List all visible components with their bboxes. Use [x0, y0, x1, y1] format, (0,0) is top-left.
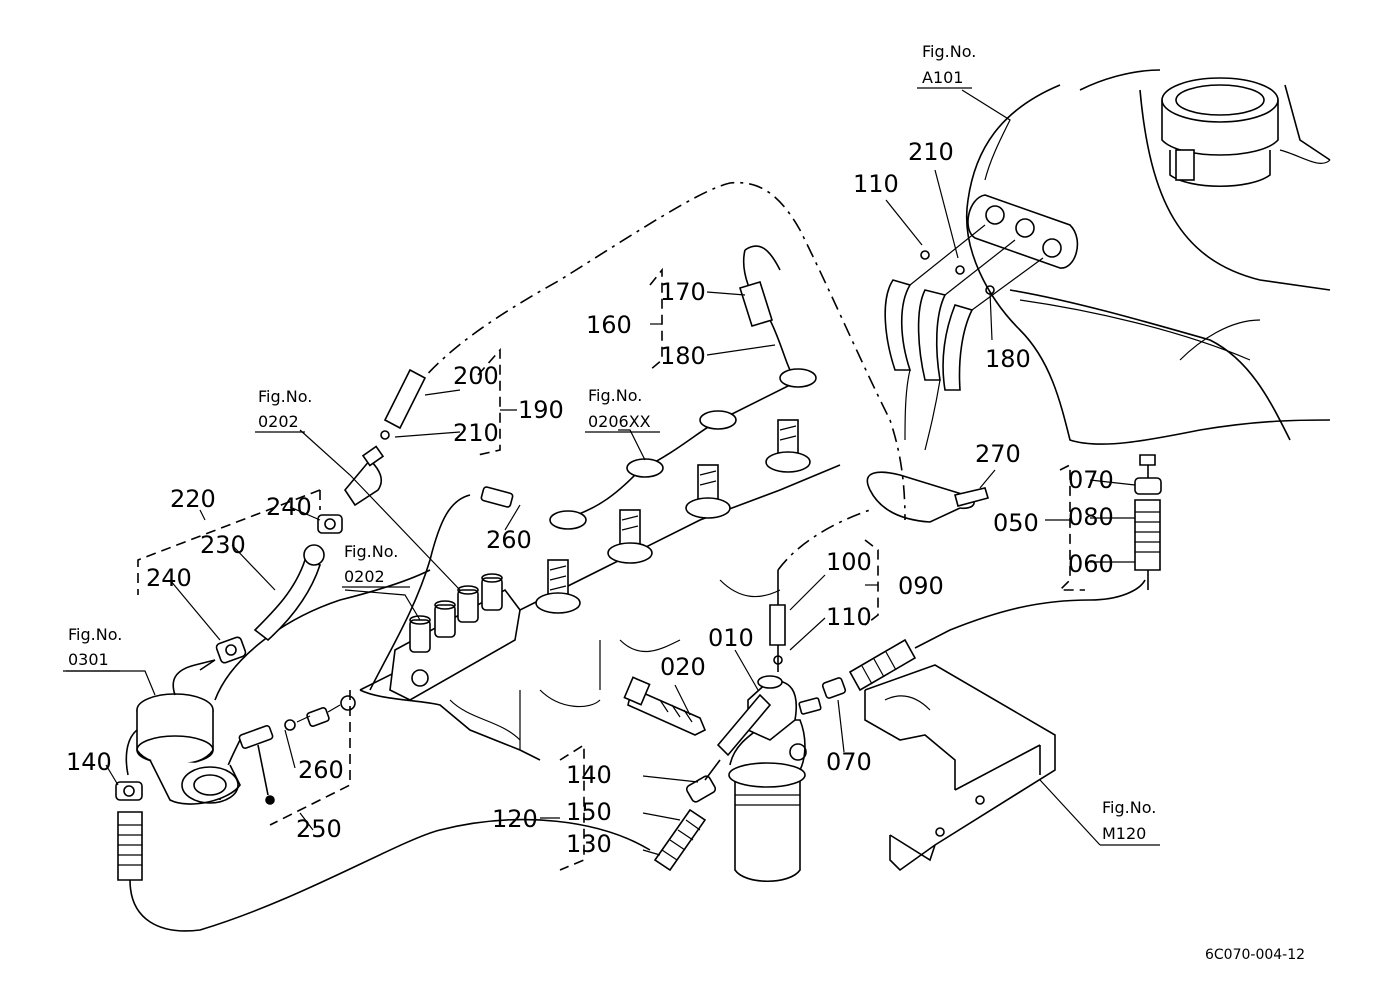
engine-block — [359, 368, 841, 761]
label-130: 130 — [566, 830, 612, 858]
label-270: 270 — [975, 440, 1021, 468]
figref-0202b-code: 0202 — [344, 567, 385, 586]
return-lines — [214, 181, 906, 805]
figref-0301-label: Fig.No. — [68, 625, 122, 644]
leader-lines — [63, 87, 1160, 856]
label-170: 170 — [660, 278, 706, 306]
feed-pump — [125, 659, 241, 805]
figref-0202a-label: Fig.No. — [258, 387, 312, 406]
label-220: 220 — [170, 485, 216, 513]
figref-m120-code: M120 — [1102, 824, 1146, 843]
label-250: 250 — [296, 815, 342, 843]
fuel-line-band — [866, 471, 990, 523]
figure-references: Fig.No. A101 Fig.No. 0202 Fig.No. 0202 F… — [68, 42, 1156, 843]
label-150: 150 — [566, 798, 612, 826]
injectors — [535, 419, 811, 614]
label-070-mid: 070 — [826, 748, 872, 776]
figref-a101-code: A101 — [922, 68, 963, 87]
label-140-mid: 140 — [566, 761, 612, 789]
label-260-top: 260 — [486, 526, 532, 554]
label-110-mid: 110 — [826, 603, 872, 631]
label-020: 020 — [660, 653, 706, 681]
overflow-hose-group — [199, 368, 427, 671]
figref-0206-code: 0206XX — [588, 412, 651, 431]
label-260-bottom: 260 — [298, 756, 344, 784]
figref-0301-code: 0301 — [68, 650, 109, 669]
figref-0202b-label: Fig.No. — [344, 542, 398, 561]
label-120: 120 — [492, 805, 538, 833]
figref-0202a-code: 0202 — [258, 412, 299, 431]
figref-m120-label: Fig.No. — [1102, 798, 1156, 817]
label-070-top: 070 — [1068, 466, 1114, 494]
part-labels: 010 020 050 060 070 070 080 090 100 110 … — [66, 138, 1114, 858]
label-180-mid: 180 — [660, 342, 706, 370]
drawing-code: 6C070-004-12 — [1205, 947, 1305, 963]
group-brackets — [137, 267, 1085, 871]
fuel-filter — [623, 509, 1146, 883]
label-110-top: 110 — [853, 170, 899, 198]
tank-hoses — [884, 224, 1044, 451]
label-200: 200 — [453, 362, 499, 390]
label-180-right: 180 — [985, 345, 1031, 373]
label-190: 190 — [518, 396, 564, 424]
figref-0206-label: Fig.No. — [588, 386, 642, 405]
lower-fuel-lines — [115, 454, 1162, 932]
label-140-left: 140 — [66, 748, 112, 776]
label-240-top: 240 — [266, 493, 312, 521]
label-100: 100 — [826, 548, 872, 576]
label-080: 080 — [1068, 503, 1114, 531]
label-090: 090 — [898, 572, 944, 600]
figref-a101-label: Fig.No. — [922, 42, 976, 61]
label-210-top: 210 — [908, 138, 954, 166]
label-060: 060 — [1068, 550, 1114, 578]
fuel-tank — [966, 69, 1331, 445]
label-240-left: 240 — [146, 564, 192, 592]
label-010: 010 — [708, 624, 754, 652]
label-050: 050 — [993, 509, 1039, 537]
label-160: 160 — [586, 311, 632, 339]
label-210-left: 210 — [453, 419, 499, 447]
label-230: 230 — [200, 531, 246, 559]
